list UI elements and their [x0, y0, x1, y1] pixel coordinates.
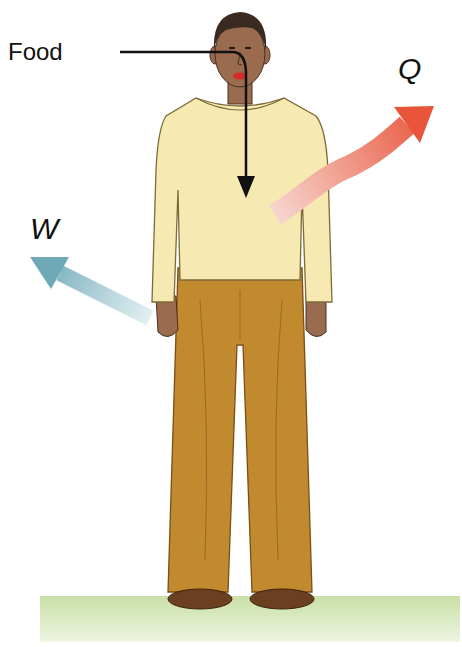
work-arrow-band: [60, 273, 150, 318]
right-shoe: [250, 589, 314, 609]
food-arrowhead: [237, 176, 255, 198]
work-arrowhead: [30, 257, 69, 289]
eyes: [229, 47, 251, 49]
left-shoe: [168, 589, 232, 609]
pants: [168, 268, 312, 592]
hair: [214, 12, 266, 50]
pants-folds: [200, 290, 282, 560]
collar: [196, 98, 284, 110]
work-label: W: [30, 212, 58, 246]
heat-arrow-band: [275, 125, 407, 215]
heat-label: Q: [398, 52, 421, 86]
food-label: Food: [8, 38, 63, 66]
heat-arrowhead: [394, 106, 434, 143]
food-arrow-line: [120, 52, 246, 180]
ground: [40, 596, 460, 642]
